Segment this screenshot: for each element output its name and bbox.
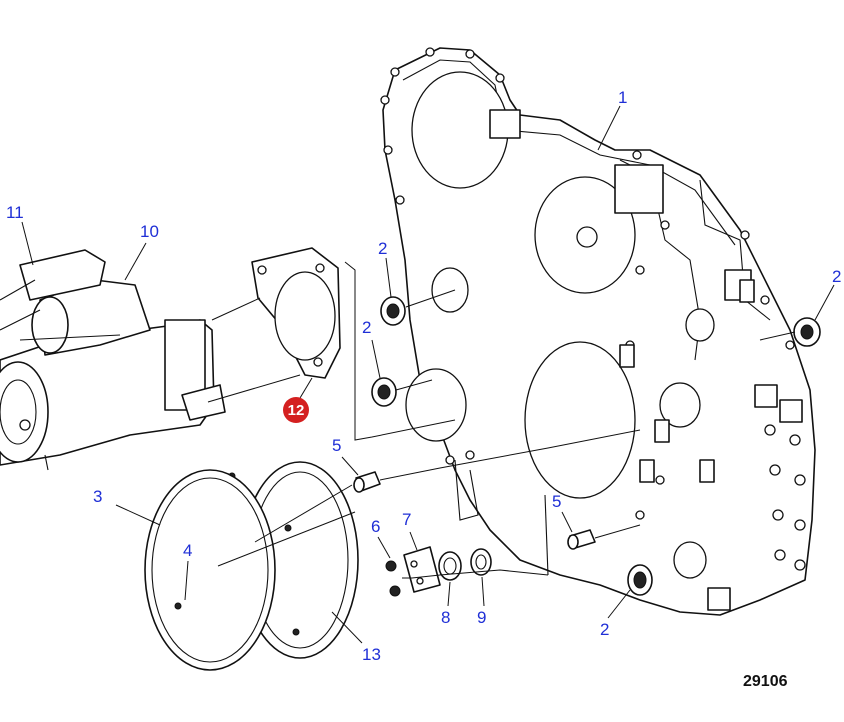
seal-ring-2d [627,564,653,596]
callout-2c: 2 [832,267,841,286]
callout-12-badge: 12 [283,397,309,423]
bracket-7 [403,546,441,593]
callout-2d: 2 [600,620,609,639]
starter-motor [0,249,226,471]
callout-leaders [21,105,835,644]
bushing-9 [470,548,492,576]
timing-gear-cover [380,47,816,616]
seal-ring-2b [371,377,397,407]
callout-3: 3 [93,487,102,506]
callout-2a: 2 [378,239,387,258]
starter-gasket [251,247,341,379]
callout-13: 13 [362,645,381,664]
callout-5b: 5 [552,492,561,511]
bushing-8 [438,551,462,581]
seal-ring-2a [380,296,406,326]
dowel-pin-5b [567,529,596,550]
figure-number: 29106 [743,673,788,690]
assembly-lines [207,261,796,579]
callout-5a: 5 [332,436,341,455]
callout-4: 4 [183,541,192,560]
dowel-pin-5a [353,471,381,493]
callout-6: 6 [371,517,380,536]
callout-2b: 2 [362,318,371,337]
callout-8: 8 [441,608,450,627]
callout-11: 11 [6,203,24,222]
seal-ring-2c [793,317,821,347]
callout-9: 9 [477,608,486,627]
cover-plate [144,469,276,671]
callout-10: 10 [140,222,159,241]
callout-1: 1 [618,88,627,107]
screws-6 [385,560,401,597]
callout-7: 7 [402,510,411,529]
callout-12: 12 [288,402,305,419]
